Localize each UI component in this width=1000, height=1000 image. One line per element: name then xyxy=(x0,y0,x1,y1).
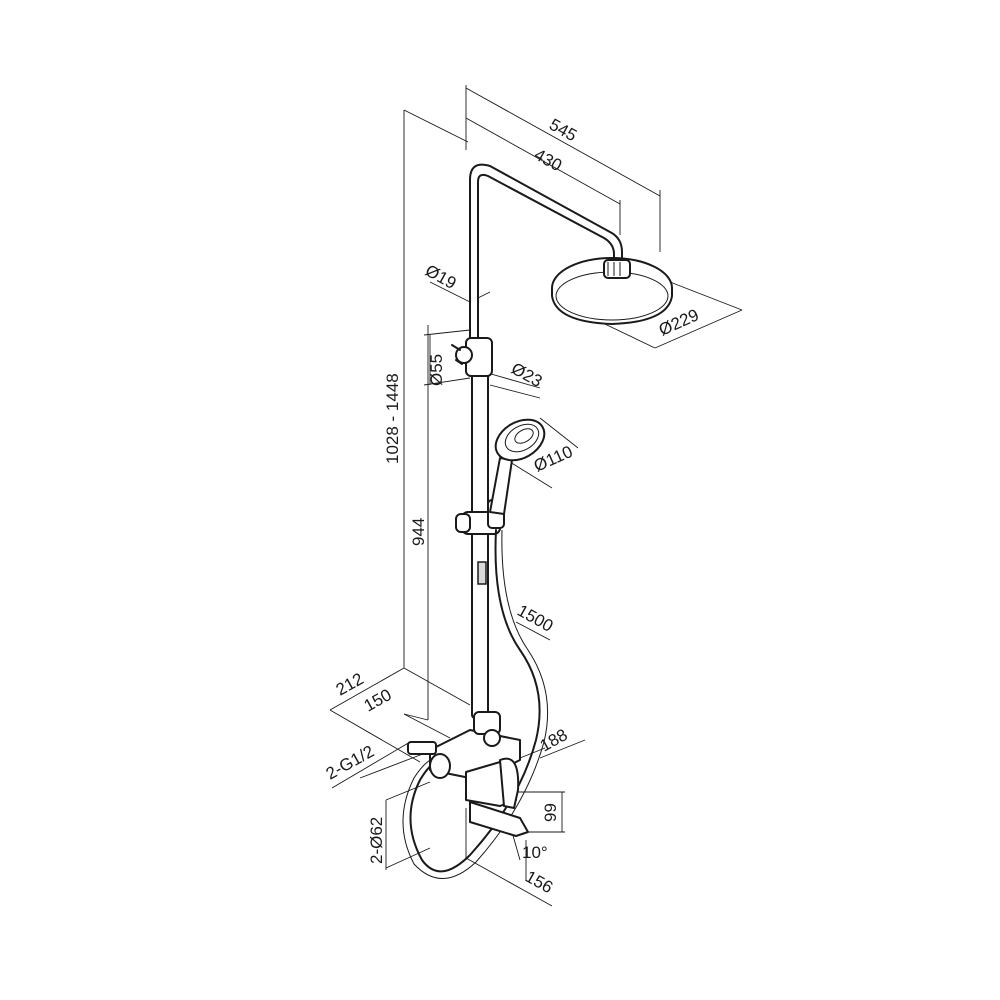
rain-shower-head xyxy=(551,257,673,325)
label-spout-height: 99 xyxy=(541,803,560,822)
overhead-arm xyxy=(469,163,623,341)
label-height-range: 1028 - 1448 xyxy=(383,373,402,464)
label-slider-diameter: Ø23 xyxy=(508,359,545,391)
label-overall-width: 545 xyxy=(546,115,580,145)
shower-hose xyxy=(402,529,549,879)
label-pipe-diameter: Ø19 xyxy=(422,261,459,293)
label-escutcheon-diameter: 2-Ø62 xyxy=(367,817,386,864)
mixer-valve xyxy=(407,711,529,837)
label-hose-length: 1500 xyxy=(514,601,556,636)
label-spout-length: 156 xyxy=(522,867,556,897)
dimension-lines xyxy=(329,85,743,907)
label-depth-outer: 212 xyxy=(333,669,367,699)
label-spout-angle: 10° xyxy=(522,843,548,862)
label-rail-height: 944 xyxy=(409,518,428,546)
label-bracket-diameter: Ø55 xyxy=(427,354,446,386)
hand-shower xyxy=(489,418,546,515)
